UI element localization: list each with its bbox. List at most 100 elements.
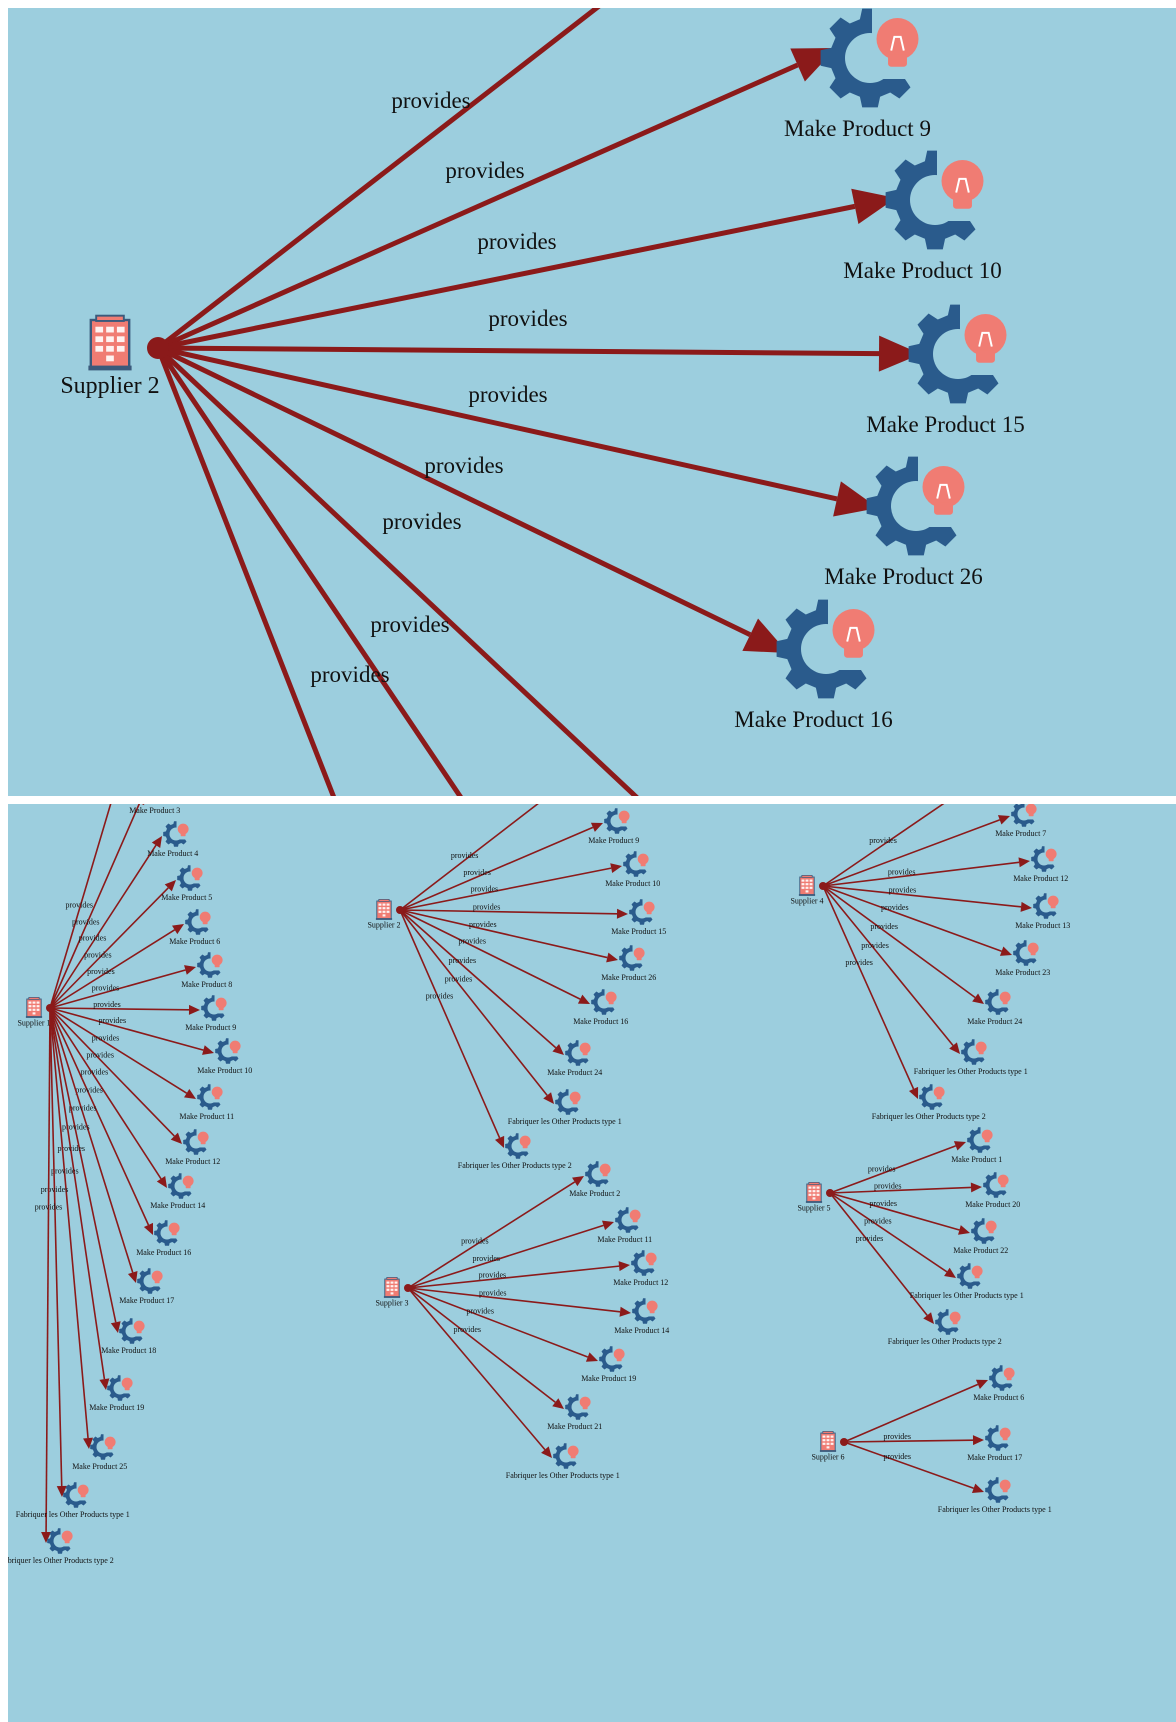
edge-line	[157, 203, 856, 351]
supplier-node-supplier-3[interactable]: Supplier 3	[375, 1277, 409, 1307]
product-node-supplier-6-make-product-6-0[interactable]: Make Product 6	[973, 1363, 1024, 1402]
edge-label: provides	[868, 1165, 896, 1174]
product-node-supplier-2-make-product-16-5[interactable]: Make Product 16	[573, 987, 628, 1026]
product-node-supplier-3-make-product-19-4[interactable]: Make Product 19	[581, 1344, 636, 1383]
product-node-supplier-4-make-product-23-4[interactable]: Make Product 23	[995, 938, 1050, 977]
product-node-make-product-26[interactable]: Make Product 26	[824, 452, 983, 589]
product-node-supplier-5-make-product-22-2[interactable]: Make Product 22	[953, 1216, 1008, 1255]
product-node-supplier-5-make-product-1-0[interactable]: Make Product 1	[951, 1125, 1002, 1164]
product-node-supplier-1-make-product-9-6[interactable]: Make Product 9	[185, 993, 236, 1032]
edge-line	[399, 867, 612, 911]
product-node-supplier-2-make-product-15-3[interactable]: Make Product 15	[611, 897, 666, 936]
product-node-supplier-1-make-product-18-13[interactable]: Make Product 18	[101, 1316, 156, 1355]
supplier-node-supplier-2[interactable]: Supplier 2	[60, 314, 160, 400]
edge-line	[843, 1383, 979, 1443]
edge-supplier-4-to-make-product-24-5	[822, 885, 984, 1004]
product-node-supplier-1-make-product-6-4[interactable]: Make Product 6	[169, 907, 220, 946]
edge-label: provides	[869, 836, 897, 845]
product-node-supplier-1-make-product-10-7[interactable]: Make Product 10	[197, 1036, 252, 1075]
product-node-supplier-1-make-product-11-8[interactable]: Make Product 11	[179, 1082, 234, 1121]
product-node-supplier-2-make-product-26-4[interactable]: Make Product 26	[601, 943, 656, 982]
product-node-supplier-2-fabriquer-les-other-products-type-2-8[interactable]: Fabriquer les Other Products type 2	[458, 1131, 572, 1170]
edge-label: provides	[874, 1182, 902, 1191]
product-node-supplier-2-fabriquer-les-other-products-type-1-7[interactable]: Fabriquer les Other Products type 1	[508, 1087, 622, 1126]
product-node-make-product-9[interactable]: Make Product 9	[784, 8, 931, 141]
supplier-node-supplier-6[interactable]: Supplier 6	[811, 1431, 845, 1461]
product-label: Make Product 9	[588, 836, 639, 845]
overview-graph-canvas: providesprovidesprovidesprovidesprovides…	[8, 804, 1070, 1565]
bulb-base	[1048, 857, 1054, 862]
product-node-supplier-1-make-product-17-12[interactable]: Make Product 17	[119, 1266, 174, 1305]
bulb-base	[646, 910, 652, 915]
gear-bulb-icon	[177, 863, 204, 891]
product-node-supplier-5-make-product-20-1[interactable]: Make Product 20	[965, 1170, 1020, 1209]
product-node-supplier-5-fabriquer-les-other-products-type-2-4[interactable]: Fabriquer les Other Products type 2	[888, 1307, 1002, 1346]
product-node-make-product-15[interactable]: Make Product 15	[866, 300, 1025, 437]
product-node-supplier-6-fabriquer-les-other-products-type-1-2[interactable]: Fabriquer les Other Products type 1	[938, 1475, 1052, 1514]
product-node-supplier-1-make-product-19-14[interactable]: Make Product 19	[89, 1373, 144, 1412]
product-node-supplier-6-make-product-17-1[interactable]: Make Product 17	[967, 1423, 1022, 1462]
gear-bulb-icon	[197, 950, 224, 978]
building-icon	[25, 997, 43, 1018]
gear-bulb-icon	[985, 987, 1012, 1015]
supplier-node-supplier-1[interactable]: Supplier 1	[17, 997, 51, 1027]
product-node-supplier-3-make-product-21-5[interactable]: Make Product 21	[547, 1392, 602, 1431]
bulb-base	[522, 1144, 528, 1149]
edge-arrowhead	[975, 1379, 988, 1389]
product-node-supplier-1-make-product-12-9[interactable]: Make Product 12	[165, 1127, 220, 1166]
product-node-supplier-1-make-product-8-5[interactable]: Make Product 8	[181, 950, 232, 989]
product-node-supplier-1-make-product-3-1[interactable]: Make Product 3	[129, 804, 180, 815]
product-node-supplier-3-make-product-14-3[interactable]: Make Product 14	[614, 1296, 669, 1335]
bulb-base	[953, 196, 972, 209]
gear-bulb-icon	[604, 806, 631, 834]
bulb-filament	[978, 331, 993, 347]
gear-bulb-icon	[820, 8, 923, 108]
product-node-supplier-3-make-product-2-0[interactable]: Make Product 2	[569, 1159, 620, 1198]
product-node-make-product-10[interactable]: Make Product 10	[843, 146, 1002, 283]
product-node-supplier-4-make-product-7-1[interactable]: Make Product 7	[995, 804, 1046, 838]
product-node-supplier-2-make-product-9-1[interactable]: Make Product 9	[588, 806, 639, 845]
product-label: Make Product 26	[824, 564, 982, 589]
building-icon	[819, 1431, 837, 1452]
product-node-supplier-1-make-product-16-11[interactable]: Make Product 16	[136, 1218, 191, 1257]
product-node-supplier-2-make-product-10-2[interactable]: Make Product 10	[605, 849, 660, 888]
product-node-supplier-1-make-product-14-10[interactable]: Make Product 14	[150, 1171, 205, 1210]
building-window	[382, 907, 386, 910]
product-node-supplier-4-make-product-24-5[interactable]: Make Product 24	[967, 987, 1022, 1026]
supplier-node-supplier-4[interactable]: Supplier 4	[790, 875, 824, 905]
bulb-base	[984, 1138, 990, 1143]
product-node-supplier-4-fabriquer-les-other-products-type-1-6[interactable]: Fabriquer les Other Products type 1	[914, 1037, 1028, 1076]
gear-bulb-icon	[989, 1363, 1016, 1391]
product-node-supplier-5-fabriquer-les-other-products-type-1-3[interactable]: Fabriquer les Other Products type 1	[910, 1261, 1024, 1300]
product-node-supplier-1-make-product-25-15[interactable]: Make Product 25	[72, 1432, 127, 1471]
supplier-node-supplier-5[interactable]: Supplier 5	[797, 1182, 831, 1212]
supplier-node-supplier-2[interactable]: Supplier 2	[367, 899, 401, 929]
product-node-supplier-3-make-product-11-1[interactable]: Make Product 11	[597, 1205, 652, 1244]
building-window	[801, 879, 805, 882]
supplier-hub-dot	[46, 1004, 54, 1012]
product-label: Fabriquer les Other Products type 1	[910, 1291, 1024, 1300]
edge-arrowhead	[99, 1378, 110, 1390]
edge-arrowhead	[970, 1182, 982, 1193]
product-node-supplier-4-make-product-13-3[interactable]: Make Product 13	[1015, 891, 1070, 930]
product-node-make-product-16[interactable]: Make Product 16	[734, 595, 893, 732]
edge-line	[49, 1007, 175, 1137]
gear-bulb-icon	[47, 1526, 74, 1554]
product-node-supplier-3-fabriquer-les-other-products-type-1-6[interactable]: Fabriquer les Other Products type 1	[506, 1441, 620, 1480]
edge-line	[49, 887, 169, 1009]
edge-arrowhead	[543, 1092, 554, 1104]
product-node-supplier-1-fabriquer-les-other-products-type-2-17[interactable]: Fabriquer les Other Products type 2	[8, 1526, 114, 1565]
product-node-supplier-2-make-product-24-6[interactable]: Make Product 24	[547, 1038, 602, 1077]
supplier-hub-dot	[147, 337, 169, 359]
bulb-shape	[629, 1209, 641, 1221]
edge-line	[822, 885, 976, 999]
product-node-supplier-4-make-product-12-2[interactable]: Make Product 12	[1013, 844, 1068, 883]
building-window	[812, 1193, 816, 1196]
product-node-supplier-1-make-product-5-3[interactable]: Make Product 5	[161, 863, 212, 902]
product-node-supplier-4-fabriquer-les-other-products-type-2-7[interactable]: Fabriquer les Other Products type 2	[872, 1082, 986, 1121]
product-node-supplier-3-make-product-12-2[interactable]: Make Product 12	[613, 1248, 668, 1287]
product-node-supplier-1-fabriquer-les-other-products-type-1-16[interactable]: Fabriquer les Other Products type 1	[16, 1480, 130, 1519]
product-node-supplier-1-make-product-4-2[interactable]: Make Product 4	[147, 819, 198, 858]
